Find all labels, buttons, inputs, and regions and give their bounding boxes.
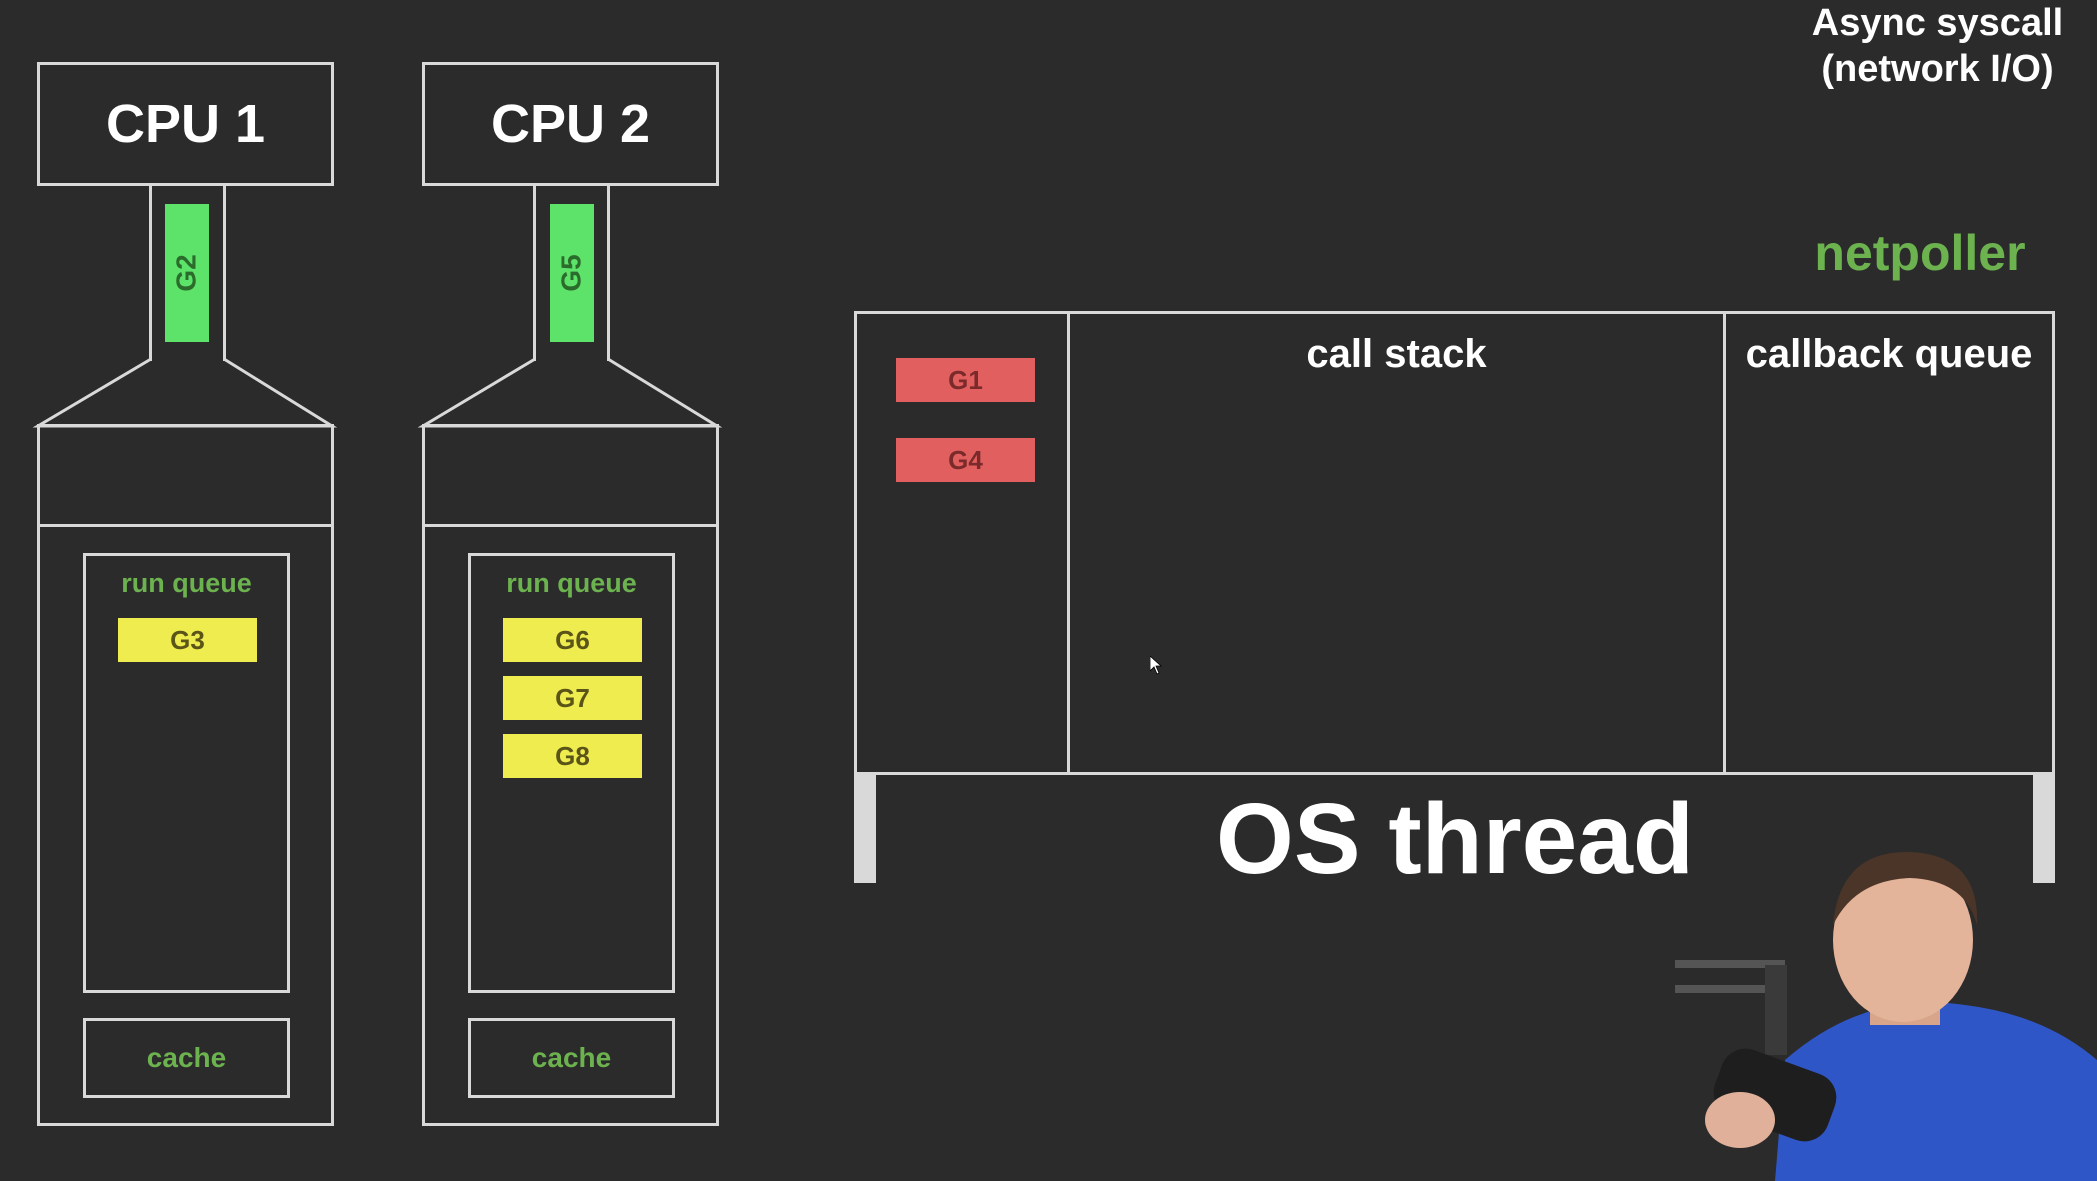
processor-1: CPU 1 G2 run queue G3 cache [0,0,360,1181]
running-goroutine-g2: G2 [165,204,209,342]
cache-1: cache [83,1018,290,1098]
cpu-1-connector [149,186,226,361]
slide-title-line-1: Async syscall [1811,2,2064,44]
processor-1-divider [37,524,334,527]
waiting-goroutine-g1: G1 [896,358,1035,402]
processor-2-divider [422,524,719,527]
queued-goroutine-g3: G3 [118,618,257,662]
slide-title-line-2: (network I/O) [1821,48,2054,90]
os-thread-left-post [854,775,876,883]
running-goroutine-g5: G5 [550,204,594,342]
call-stack-label: call stack [1306,332,1487,376]
callback-queue-label: callback queue [1745,332,2033,376]
netpoller-box: G1 G4 call stack callback queue [854,311,2055,775]
slide-title: Async syscall (network I/O) [1760,0,2097,92]
run-queue-2-label: run queue [506,568,637,598]
presenter-illustration [1675,851,2097,1181]
cpu-2-connector [533,186,610,361]
queued-goroutine-g6: G6 [503,618,642,662]
cpu-2-box: CPU 2 [422,62,719,186]
os-thread-label: OS thread [1216,783,1694,895]
run-queue-1: run queue G3 [83,553,290,993]
cpu-1-box: CPU 1 [37,62,334,186]
waiting-goroutine-g4: G4 [896,438,1035,482]
cache-1-label: cache [146,1042,227,1073]
cpu-1-label: CPU 1 [105,94,266,154]
os-thread-right-post [2033,775,2055,883]
netpoller-label: netpoller [1814,225,2026,281]
netpoller-divider-1 [1067,314,1070,772]
presenter-webcam-video [1665,830,2097,1181]
queued-goroutine-g7: G7 [503,676,642,720]
cache-2-label: cache [531,1042,612,1073]
queued-goroutine-g8: G8 [503,734,642,778]
cache-2: cache [468,1018,675,1098]
run-queue-2: run queue G6 G7 G8 [468,553,675,993]
cpu-2-label: CPU 2 [490,94,651,154]
run-queue-1-label: run queue [121,568,252,598]
processor-2: CPU 2 G5 run queue G6 G7 G8 cache [383,0,743,1181]
netpoller-divider-2 [1723,314,1726,772]
processor-1-body [37,424,334,1126]
processor-2-body [422,424,719,1126]
mouse-cursor-icon [1150,656,1163,675]
